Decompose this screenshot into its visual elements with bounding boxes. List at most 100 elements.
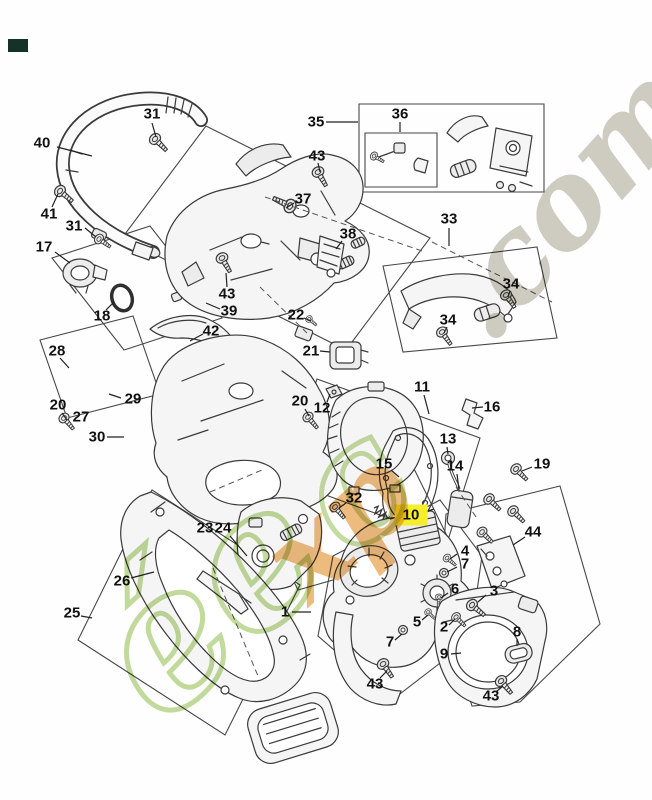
part-25-grille (247, 692, 339, 764)
callout-20: 20 (291, 392, 309, 410)
leader-line (446, 566, 458, 573)
callout-24: 24 (214, 519, 232, 537)
part-14-fuel-filter (446, 489, 474, 529)
leader-line (105, 301, 115, 311)
callout-44: 44 (524, 523, 542, 541)
callout-38: 38 (339, 225, 357, 243)
leader-line (450, 652, 462, 655)
callout-25: 25 (63, 604, 81, 622)
callout-43: 43 (308, 147, 326, 165)
part-44-plate (476, 535, 526, 590)
leader-line (390, 469, 400, 478)
callout-37: 37 (294, 190, 312, 208)
leader-line (189, 333, 204, 342)
leader-line (304, 408, 310, 417)
part-38-av-bracket (316, 235, 345, 278)
dashed-line (259, 286, 308, 334)
leader-line (443, 326, 448, 334)
part-33-handle-molding (400, 273, 517, 330)
part-36-carburetor-kit (375, 115, 533, 193)
dashed-line (264, 196, 426, 253)
callout-31: 31 (143, 105, 161, 123)
leader-line (440, 592, 449, 599)
leader-line (205, 302, 221, 310)
leader-line (446, 446, 449, 455)
callout-8: 8 (512, 623, 522, 641)
leader-line (84, 227, 97, 238)
callout-14: 14 (446, 457, 464, 475)
leader-line (225, 272, 228, 288)
callout-34: 34 (502, 275, 520, 293)
callout-3: 3 (489, 582, 499, 600)
callout-42: 42 (202, 322, 220, 340)
leader-line (56, 146, 93, 157)
callout-10-highlighted: 10 (394, 504, 428, 526)
box-36-inner (364, 132, 438, 188)
leader-line (449, 553, 458, 560)
part-drawings (51, 91, 548, 764)
callout-40: 40 (33, 134, 51, 152)
callout-23: 23 (196, 519, 214, 537)
callout-35: 35 (307, 113, 325, 131)
callout-11: 11 (414, 378, 430, 396)
leader-line (423, 394, 430, 415)
part-18-o-ring (109, 283, 135, 313)
leader-lines (51, 121, 533, 692)
callout-15: 15 (375, 455, 393, 473)
callout-34: 34 (439, 311, 457, 329)
callout-43: 43 (482, 687, 500, 705)
leader-line (80, 615, 93, 619)
callout-27: 27 (72, 408, 90, 426)
part-tank-housing (150, 325, 338, 525)
dashed-line (431, 241, 553, 303)
part-16-clamp (461, 398, 484, 430)
part-21-module (329, 341, 369, 370)
leader-line (59, 357, 70, 369)
callout-30: 30 (88, 428, 106, 446)
callout-7: 7 (385, 633, 395, 651)
leader-line (394, 633, 403, 641)
callout-32: 32 (345, 489, 363, 507)
leader-line (54, 251, 71, 264)
callout-43: 43 (366, 675, 384, 693)
leader-line (51, 193, 59, 208)
callout-5: 5 (412, 613, 422, 631)
leader-line (521, 466, 533, 472)
leader-line (335, 240, 343, 250)
callout-28: 28 (48, 342, 66, 360)
callout-39: 39 (220, 302, 238, 320)
box-33 (382, 246, 558, 353)
callout-36: 36 (391, 105, 409, 123)
leader-line (317, 162, 321, 173)
callout-7: 7 (460, 555, 470, 573)
part-8-cover (504, 642, 533, 664)
leader-line (229, 535, 248, 557)
callout-12: 12 (313, 399, 331, 417)
callout-26: 26 (113, 572, 131, 590)
leader-line (151, 122, 157, 138)
callout-6: 6 (450, 580, 460, 598)
callout-18: 18 (93, 307, 111, 325)
leader-line (379, 670, 388, 679)
box-35-outer (358, 103, 545, 193)
callout-33: 33 (440, 210, 458, 228)
leader-line (421, 614, 429, 621)
callout-20: 20 (49, 396, 67, 414)
callout-13: 13 (439, 430, 457, 448)
leader-line (477, 594, 487, 603)
leader-line (303, 317, 312, 322)
dashed-line (455, 486, 477, 518)
part-11-motor-housing (326, 381, 424, 495)
part-40-front-handle (55, 91, 208, 261)
part-handle-housing-assembly (164, 143, 370, 320)
callout-43: 43 (218, 285, 236, 303)
callout-17: 17 (35, 238, 53, 256)
leader-line (456, 473, 460, 491)
part-26-lever (196, 570, 252, 615)
leader-line (338, 502, 347, 509)
callout-1: 1 (280, 603, 290, 621)
callout-4: 4 (460, 542, 470, 560)
leader-line (61, 412, 68, 421)
leader-line (507, 290, 511, 298)
